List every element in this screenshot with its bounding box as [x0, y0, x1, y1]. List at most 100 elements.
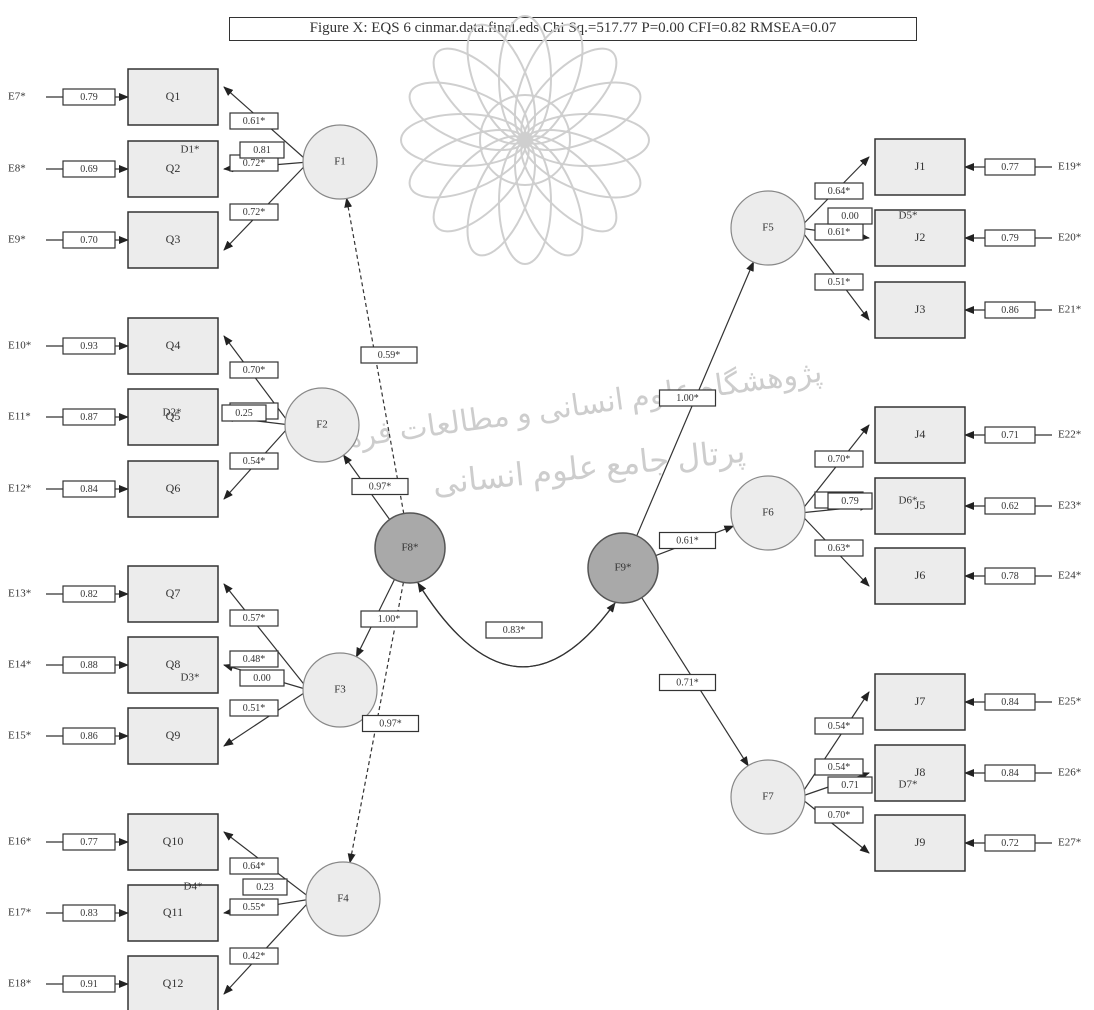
error-value-box [62, 337, 116, 355]
factor-label: F2 [316, 419, 328, 431]
factor-label: F7 [762, 791, 774, 803]
first-order-factor [730, 475, 806, 551]
error-label: E10* [8, 340, 31, 352]
loading-path [798, 691, 870, 798]
error-value: 0.78 [1001, 571, 1019, 582]
second-order-value-box [658, 531, 717, 550]
disturbance-label: D7* [899, 779, 918, 791]
error-label: E20* [1058, 232, 1081, 244]
error-value-box [62, 975, 116, 993]
disturbance-value-box [221, 404, 267, 422]
error-label: E14* [8, 659, 31, 671]
error-value-box [984, 158, 1036, 176]
loading-value: 0.57* [243, 613, 266, 624]
error-value: 0.86 [80, 731, 98, 742]
error-value: 0.87 [80, 412, 98, 423]
error-label: E16* [8, 836, 31, 848]
second-order-factor [587, 532, 659, 604]
indicator-label: J8 [915, 765, 926, 779]
loading-value: 0.54* [243, 456, 266, 467]
indicator-label: Q8 [166, 657, 181, 671]
indicator-label: Q10 [163, 834, 184, 848]
disturbance-label: D2* [163, 407, 182, 419]
second-order-value-box [361, 714, 420, 733]
second-order-value: 0.71* [676, 677, 699, 688]
disturbance-label: D1* [181, 144, 200, 156]
indicator-box [874, 209, 966, 267]
loading-value: 0.70* [828, 454, 851, 465]
error-value: 0.84 [80, 484, 98, 495]
loading-path [223, 689, 309, 747]
second-order-value: 0.59* [378, 350, 401, 361]
disturbance-value-box [239, 669, 285, 687]
error-value: 0.91 [80, 979, 98, 990]
first-order-factor [305, 861, 381, 937]
loading-value: 0.61* [243, 116, 266, 127]
second-order-value-box [658, 673, 717, 692]
loading-path [223, 898, 312, 995]
disturbance-label: D3* [181, 672, 200, 684]
error-label: E9* [8, 234, 26, 246]
second-order-value-box [360, 346, 418, 364]
error-label: E12* [8, 483, 31, 495]
loading-value-box [814, 450, 864, 468]
loading-value: 0.51* [243, 703, 266, 714]
loading-value-box [814, 273, 864, 291]
indicator-label: Q12 [163, 976, 184, 990]
loading-value-box [229, 650, 279, 668]
error-value: 0.82 [80, 589, 98, 600]
loading-value: 0.61* [828, 227, 851, 238]
indicator-label: Q11 [163, 905, 183, 919]
indicator-box [127, 317, 219, 375]
error-value-box [62, 408, 116, 426]
loading-path [223, 583, 310, 691]
error-value-box [62, 585, 116, 603]
error-value-box [984, 567, 1036, 585]
disturbance-label: D6* [899, 495, 918, 507]
indicator-box [127, 707, 219, 765]
error-value: 0.79 [1001, 233, 1019, 244]
first-order-factor [730, 190, 806, 266]
loading-path [798, 424, 870, 514]
indicator-box [127, 813, 219, 871]
disturbance-value: 0.00 [841, 211, 859, 222]
loading-path [799, 796, 870, 854]
indicator-label: Q3 [166, 232, 181, 246]
indicator-box [127, 884, 219, 942]
loading-value-box [229, 203, 279, 221]
indicator-box [874, 281, 966, 339]
indicator-box [874, 477, 966, 535]
disturbance-value-box [827, 207, 873, 225]
watermark-petal [498, 15, 552, 141]
error-value-box [62, 727, 116, 745]
second-order-value: 0.97* [379, 718, 402, 729]
error-value: 0.70 [80, 235, 98, 246]
first-order-factor [730, 759, 806, 835]
error-value: 0.77 [1001, 162, 1019, 173]
watermark-petal [408, 128, 527, 199]
disturbance-value: 0.23 [256, 882, 274, 893]
loading-value-box [229, 699, 279, 717]
loading-value-box [229, 947, 279, 965]
disturbance-value-box [827, 776, 873, 794]
loading-value: 0.48* [243, 654, 266, 665]
loading-value: 0.72* [243, 207, 266, 218]
error-label: E26* [1058, 767, 1081, 779]
correlation-arc-reverse [417, 582, 616, 668]
error-label: E21* [1058, 304, 1081, 316]
error-value-box [984, 229, 1036, 247]
loading-value: 0.54* [828, 762, 851, 773]
second-order-value-box [658, 389, 717, 407]
indicator-box [127, 955, 219, 1010]
indicator-label: J4 [915, 427, 926, 441]
disturbance-value: 0.00 [253, 673, 271, 684]
disturbance-label: D4* [184, 881, 203, 893]
factor-label: F1 [334, 156, 346, 168]
second-order-label: F9* [614, 562, 631, 574]
disturbance-value-box [827, 492, 873, 510]
second-order-value-box [351, 477, 409, 496]
disturbance-value-box [242, 878, 288, 896]
error-value-box [62, 160, 116, 178]
error-value-box [62, 833, 116, 851]
error-value: 0.84 [1001, 697, 1019, 708]
